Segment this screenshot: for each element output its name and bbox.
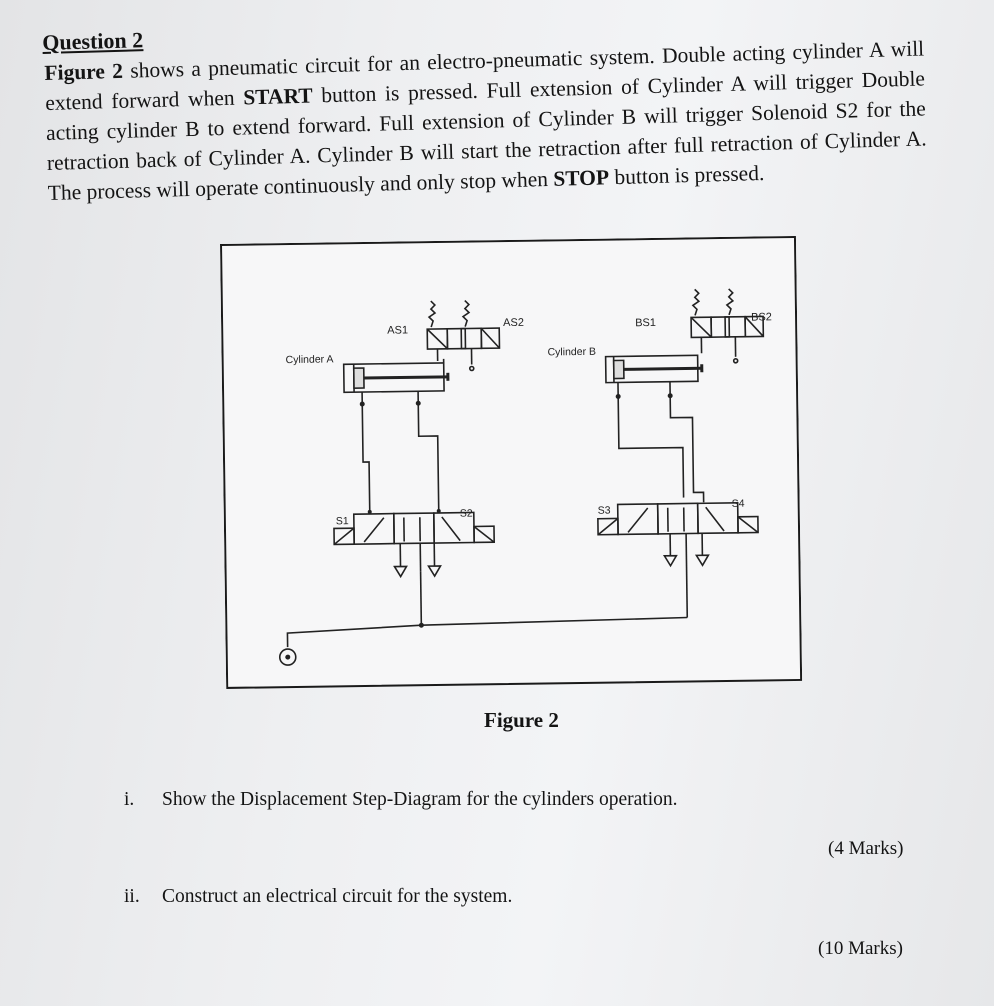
solenoid-s4 bbox=[737, 515, 759, 534]
stop-keyword: STOP bbox=[552, 165, 610, 191]
label-cylinder-b: Cylinder B bbox=[547, 346, 596, 359]
question-heading: Question 2 bbox=[42, 27, 144, 55]
paragraph-text-3: button is pressed. bbox=[608, 160, 765, 190]
label-bs2: BS2 bbox=[751, 311, 772, 323]
figure-caption: Figure 2 bbox=[484, 708, 559, 732]
task-marks: (10 Marks) bbox=[818, 938, 903, 959]
label-as2: AS2 bbox=[503, 317, 524, 329]
task-text: Construct an electrical circuit for the … bbox=[162, 886, 513, 907]
question-paragraph: Figure 2 shows a pneumatic circuit for a… bbox=[44, 33, 928, 208]
task-number: i. bbox=[124, 789, 135, 810]
label-as1: AS1 bbox=[387, 324, 408, 336]
label-s4: S4 bbox=[732, 498, 745, 510]
pneumatic-circuit-diagram: Cylinder A Cylinder B AS1 AS2 BS1 BS2 S1… bbox=[220, 235, 803, 689]
task-marks: (4 Marks) bbox=[828, 838, 904, 859]
start-keyword: START bbox=[242, 83, 313, 110]
task-text: Show the Displacement Step-Diagram for t… bbox=[162, 789, 678, 810]
figure-reference: Figure 2 bbox=[44, 58, 124, 85]
label-s3: S3 bbox=[598, 505, 611, 517]
label-s1: S1 bbox=[336, 515, 349, 527]
solenoid-s2 bbox=[473, 525, 496, 544]
label-bs1: BS1 bbox=[635, 317, 656, 329]
task-number: ii. bbox=[124, 886, 140, 907]
label-cylinder-a: Cylinder A bbox=[286, 353, 334, 366]
pneumatic-circuit-figure: Cylinder A Cylinder B AS1 AS2 BS1 BS2 S1… bbox=[220, 235, 803, 695]
label-s2: S2 bbox=[460, 507, 473, 519]
